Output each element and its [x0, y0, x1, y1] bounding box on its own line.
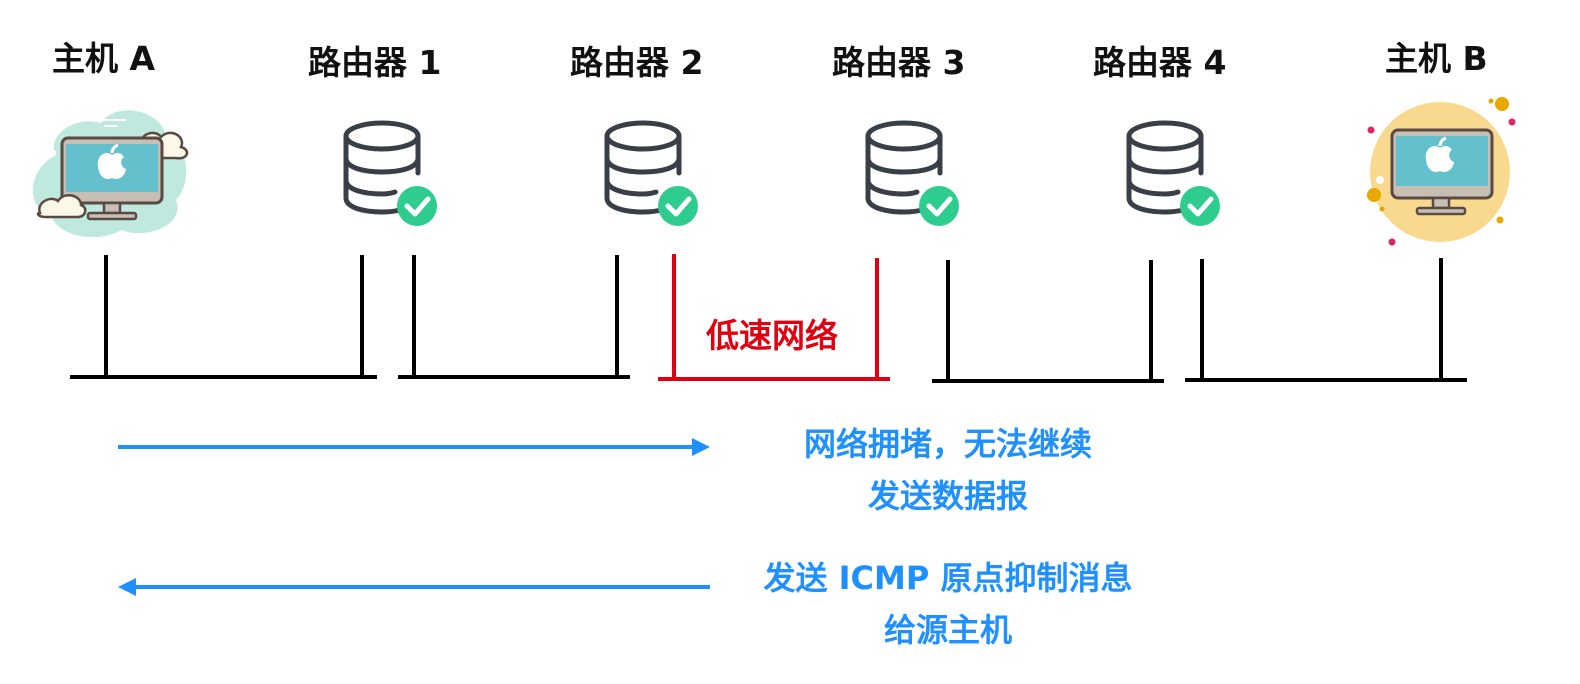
link-a-r1-left-post	[104, 255, 108, 378]
link-r4-b-bus	[1185, 378, 1467, 382]
link-r3-r4-bus	[932, 379, 1164, 383]
link-r4-b-left-post	[1200, 259, 1204, 380]
link-r3-r4-left-post	[946, 260, 950, 382]
router-4-label: 路由器 4	[1093, 43, 1227, 82]
link-r4-b-right-post	[1439, 258, 1443, 380]
router-3-database-icon	[865, 120, 959, 226]
link-r1-r2-bus	[398, 375, 630, 379]
link-a-r1-bus	[70, 375, 377, 379]
backward-arrow	[118, 578, 710, 596]
backward-message-line-2: 给源主机	[883, 611, 1012, 649]
forward-message-line-1: 网络拥堵，无法继续	[803, 425, 1092, 463]
link-r2-r3-bus	[658, 377, 890, 381]
link-r2-r3-right-post	[875, 258, 879, 380]
slow-network-label: 低速网络	[706, 316, 838, 355]
host-b-label: 主机 B	[1385, 39, 1488, 78]
forward-arrow	[118, 438, 710, 456]
router-2-label: 路由器 2	[570, 43, 704, 82]
forward-message: 网络拥堵，无法继续 发送数据报	[748, 418, 1148, 522]
host-b-computer-icon	[1367, 97, 1516, 246]
router-1-database-icon	[343, 120, 437, 226]
router-3-label: 路由器 3	[832, 43, 966, 82]
link-a-r1-right-post	[360, 255, 364, 378]
backward-message-line-1: 发送 ICMP 原点抑制消息	[763, 559, 1133, 597]
host-a-computer-icon	[32, 110, 189, 238]
router-4-database-icon	[1126, 120, 1220, 226]
router-2-database-icon	[604, 120, 698, 226]
backward-message: 发送 ICMP 原点抑制消息 给源主机	[718, 552, 1178, 656]
link-r2-r3-left-post	[672, 254, 676, 378]
router-1-label: 路由器 1	[308, 43, 442, 82]
host-a-label: 主机 A	[52, 39, 156, 78]
forward-message-line-2: 发送数据报	[867, 477, 1028, 515]
link-r1-r2-right-post	[615, 255, 619, 378]
link-r3-r4-right-post	[1149, 260, 1153, 382]
link-r1-r2-left-post	[412, 255, 416, 378]
